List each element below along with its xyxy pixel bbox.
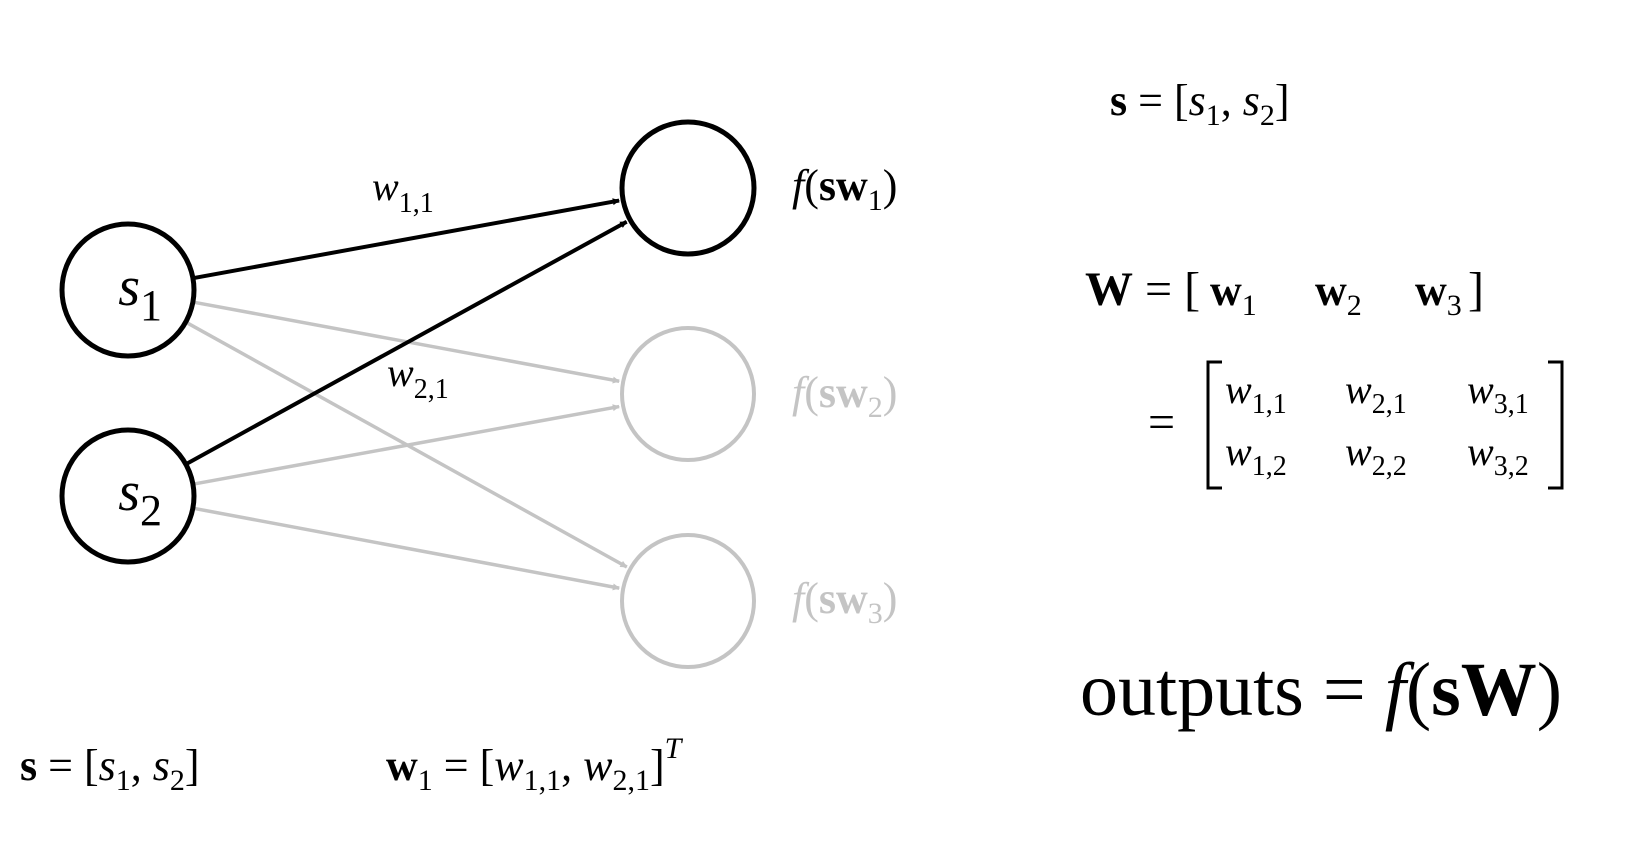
input-node-s1: s 1 bbox=[59, 221, 197, 359]
equation-W-col-1: w1 bbox=[1210, 266, 1257, 322]
input-node-s2-label: s bbox=[118, 461, 140, 523]
matrix-right-bracket bbox=[1548, 360, 1564, 490]
matrix-entry: w2,1 bbox=[1345, 367, 1407, 420]
equation-outputs: outputs = f(sW) bbox=[1080, 648, 1562, 732]
output-label-3: f(sw3) bbox=[792, 574, 897, 630]
equation-s-left: s = [s1, s2] bbox=[20, 741, 200, 797]
edge-s2-to-output-1 bbox=[184, 219, 628, 466]
equation-W-col-2: w2 bbox=[1315, 266, 1362, 322]
equation-W-col-3: w3 bbox=[1415, 266, 1462, 322]
matrix-entry: w1,1 bbox=[1225, 367, 1287, 420]
edge-s1-to-output-3 bbox=[184, 320, 628, 569]
equation-w1: w1 = [w1,1, w2,1]T bbox=[386, 732, 684, 797]
matrix-left-bracket bbox=[1206, 360, 1222, 490]
matrix-entry: w3,2 bbox=[1467, 429, 1529, 482]
input-node-s1-label: s bbox=[118, 256, 140, 318]
edge-label-w21: w2,1 bbox=[387, 350, 449, 405]
matrix-entry: w2,2 bbox=[1345, 429, 1407, 482]
equation-W-def: W = [ bbox=[1085, 263, 1200, 316]
output-node-1 bbox=[619, 119, 757, 257]
equation-s-right: s = [s1, s2] bbox=[1110, 76, 1290, 132]
input-node-s1-sub: 1 bbox=[140, 281, 162, 330]
edge-s1-to-output-1 bbox=[192, 198, 620, 281]
output-node-3 bbox=[620, 533, 756, 669]
output-node-2 bbox=[620, 326, 756, 462]
edge-s2-to-output-3 bbox=[192, 506, 620, 591]
edges-group bbox=[184, 198, 628, 591]
equation-W-close: ] bbox=[1468, 263, 1484, 316]
edge-label-w11: w1,1 bbox=[372, 164, 434, 219]
input-node-s2: s 2 bbox=[59, 427, 197, 565]
input-node-s2-sub: 2 bbox=[140, 486, 162, 535]
matrix-equals: = bbox=[1148, 396, 1175, 449]
matrix-entry: w1,2 bbox=[1225, 429, 1287, 482]
output-label-1: f(sw1) bbox=[792, 161, 897, 217]
matrix-entry: w3,1 bbox=[1467, 367, 1529, 420]
matrix-entries: w1,1 w2,1 w3,1 w1,2 w2,2 w3,2 bbox=[1225, 367, 1529, 482]
output-label-2: f(sw2) bbox=[792, 368, 897, 424]
